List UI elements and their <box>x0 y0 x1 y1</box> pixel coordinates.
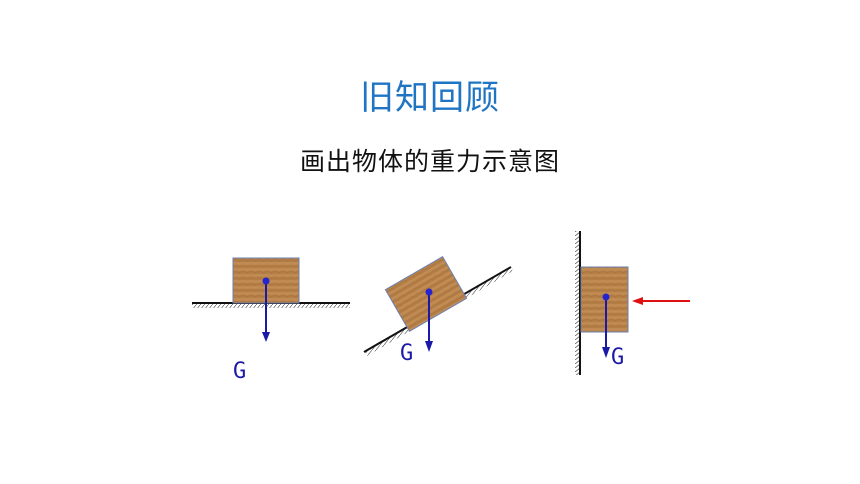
page-title: 旧知回顾 <box>360 78 500 118</box>
force-label-g: G <box>400 341 413 366</box>
force-label-g: G <box>233 359 246 384</box>
center-of-gravity <box>602 293 610 301</box>
force-label-g: G <box>611 345 624 370</box>
diagram-incline: G <box>363 256 513 366</box>
wood-block <box>384 256 468 332</box>
diagram-wall: G <box>575 231 690 375</box>
ground-hatch <box>192 303 350 308</box>
center-of-gravity <box>262 277 270 285</box>
gravity-arrowhead <box>425 341 433 352</box>
gravity-arrowhead <box>602 347 610 358</box>
diagram-horizontal: G <box>192 257 350 384</box>
center-of-gravity <box>425 288 433 296</box>
wall-hatch <box>575 231 580 375</box>
gravity-arrowhead <box>262 332 270 342</box>
push-force-arrowhead <box>632 297 643 305</box>
page-subtitle: 画出物体的重力示意图 <box>299 147 560 176</box>
